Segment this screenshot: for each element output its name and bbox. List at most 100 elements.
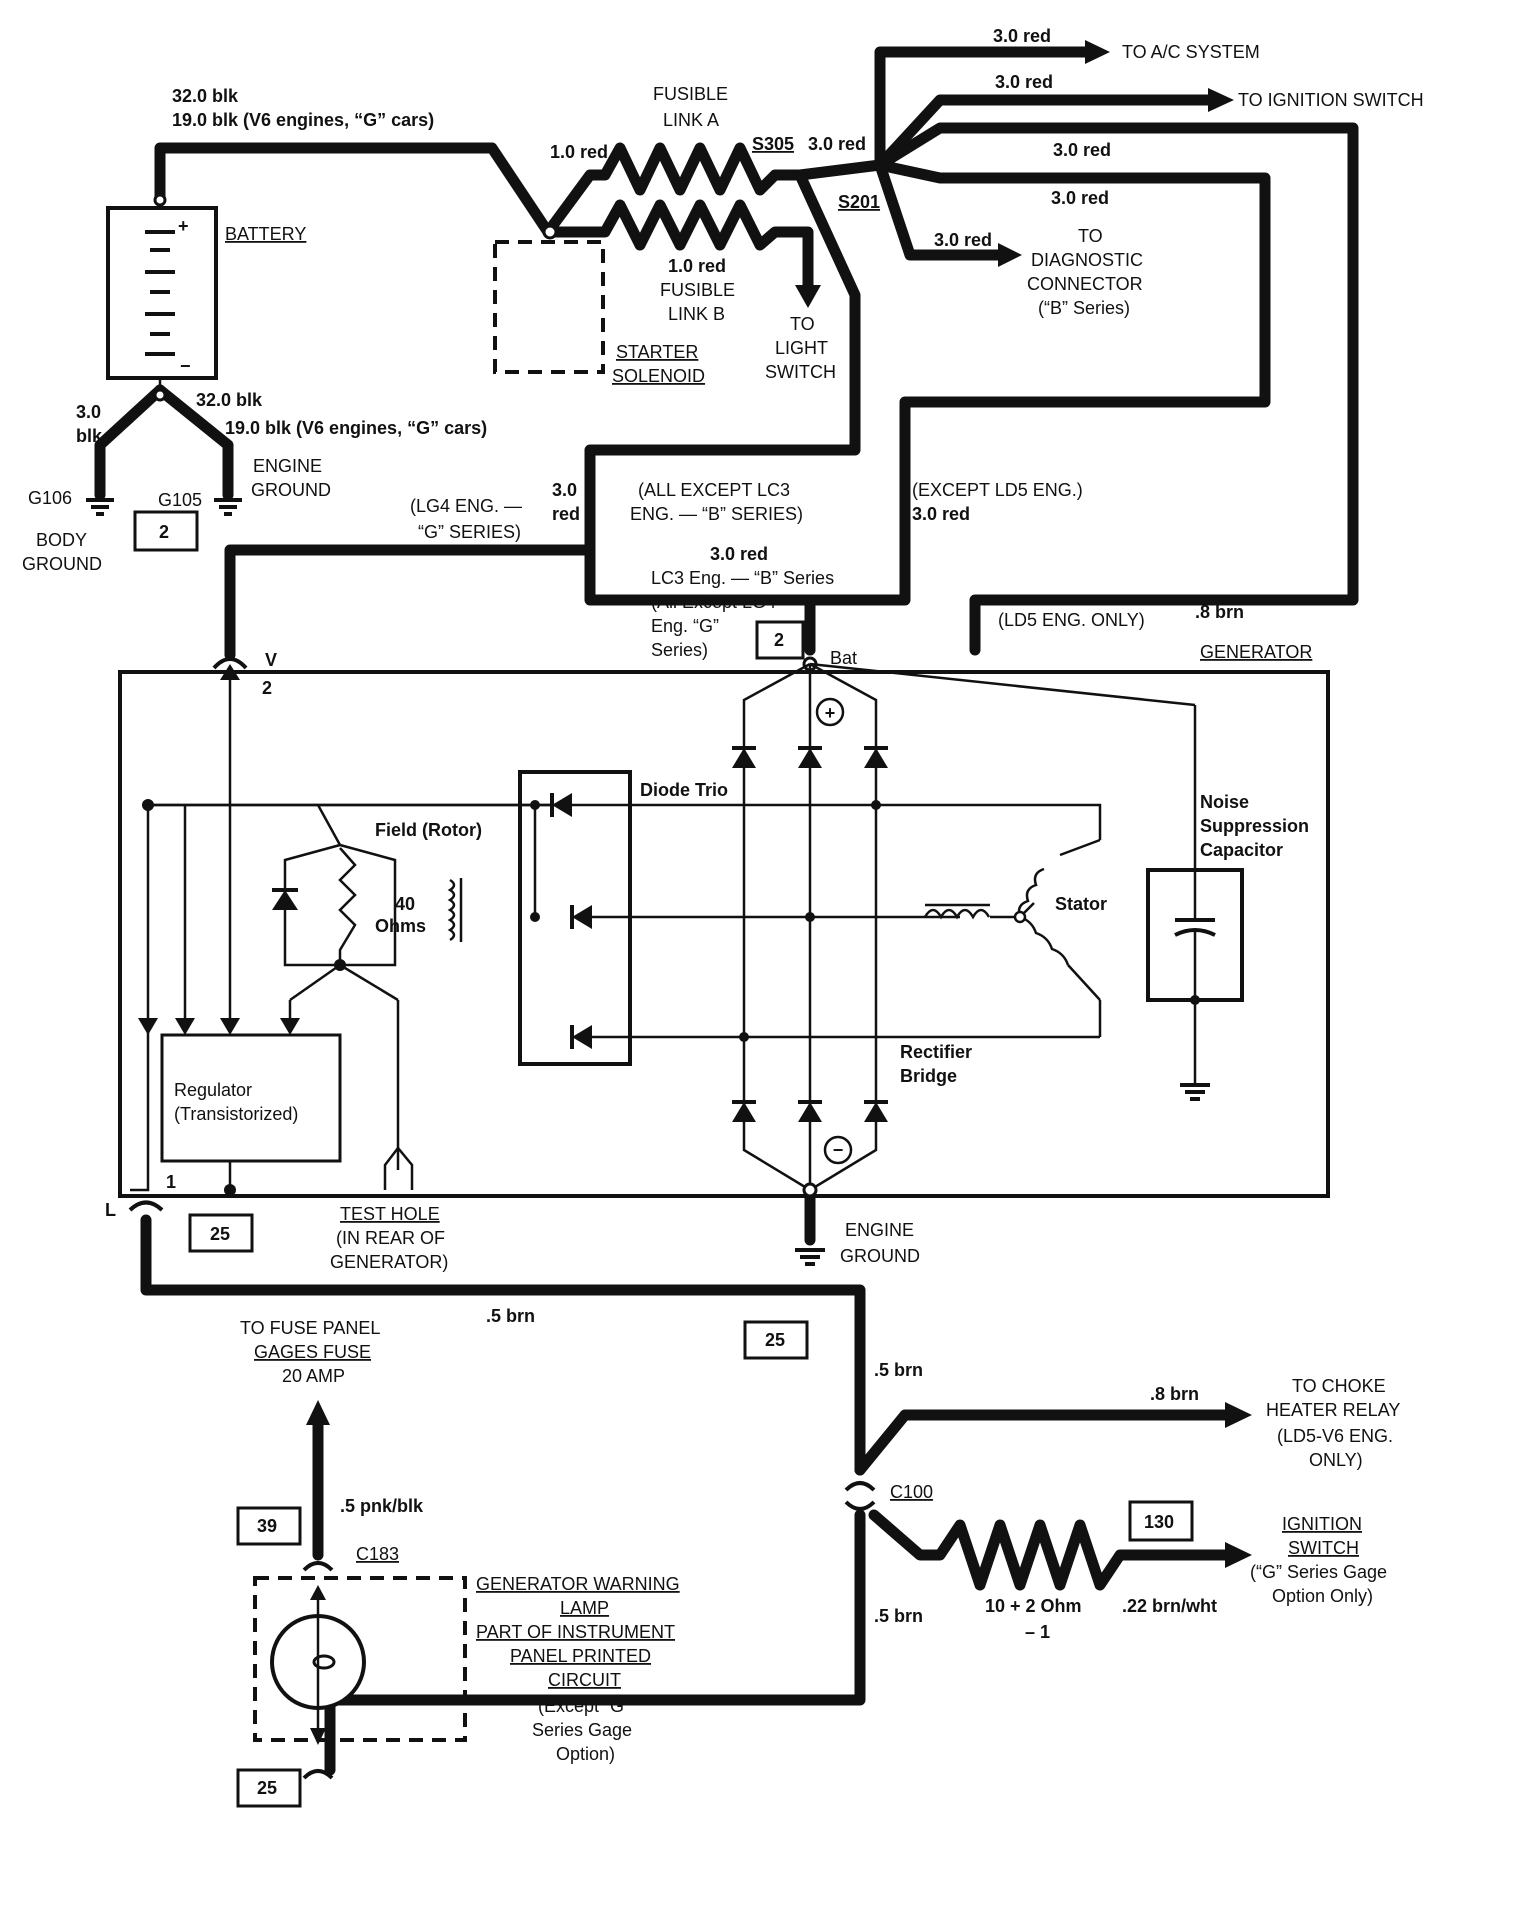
except-ld5-label-1: (EXCEPT LD5 ENG.) xyxy=(912,480,1083,500)
warning-lamp-label-6: (Except “G” xyxy=(538,1696,630,1716)
fusible-link-a xyxy=(542,142,806,238)
diode-trio-label: Diode Trio xyxy=(640,780,728,800)
link-a-wire-label: 1.0 red xyxy=(550,142,608,162)
rectifier-label-2: Bridge xyxy=(900,1066,957,1086)
c100-label: C100 xyxy=(890,1482,933,1502)
c183-label: C183 xyxy=(356,1544,399,1564)
starter-solenoid xyxy=(493,224,605,374)
test-hole xyxy=(383,1145,414,1190)
ignition-switch-label-1: IGNITION xyxy=(1282,1514,1362,1534)
l-terminal-circuit xyxy=(128,1200,1252,1776)
s305-wire-label: 3.0 red xyxy=(808,134,866,154)
generator-housing xyxy=(118,670,1330,1198)
noise-label-3: Capacitor xyxy=(1200,840,1283,860)
to-light-label-3: SWITCH xyxy=(765,362,836,382)
noise-label-2: Suppression xyxy=(1200,816,1309,836)
to-diag-label-2: DIAGNOSTIC xyxy=(1031,250,1143,270)
fuse-panel-label-3: 20 AMP xyxy=(282,1366,345,1386)
ref-25a-label: 25 xyxy=(210,1224,230,1244)
ld5-only-label: (LD5 ENG. ONLY) xyxy=(998,610,1145,630)
branch-a-wire-label: 3.0 red xyxy=(1053,140,1111,160)
battery-positive-cable xyxy=(154,142,554,238)
diag-wire-label: 3.0 red xyxy=(934,230,992,250)
noise-label-1: Noise xyxy=(1200,792,1249,812)
lc3-label-2: (All Except LG4 xyxy=(651,592,776,612)
v-terminal-number: 2 xyxy=(262,678,272,698)
v-terminal-label: V xyxy=(265,650,277,670)
link-b-wire-label: 1.0 red xyxy=(668,256,726,276)
except-ld5-label-2: 3.0 red xyxy=(912,504,970,524)
ignition-switch-label-2: SWITCH xyxy=(1288,1538,1359,1558)
diode-trio xyxy=(148,770,1100,1066)
branch-b-wire-label: 3.0 red xyxy=(1051,188,1109,208)
engine-ground-top-label-2: GROUND xyxy=(251,480,331,500)
all-except-lc3-label-1: (ALL EXCEPT LC3 xyxy=(638,480,790,500)
test-hole-label-3: GENERATOR) xyxy=(330,1252,448,1272)
ohms-label-1: 40 xyxy=(395,894,415,914)
battery-cable-label-2: 19.0 blk (V6 engines, “G” cars) xyxy=(172,110,434,130)
ignition-switch-label-4: Option Only) xyxy=(1272,1586,1373,1606)
ref-box-2a xyxy=(133,510,199,552)
splice-s201-label: S201 xyxy=(838,192,880,212)
ref-2a-label: 2 xyxy=(159,522,169,542)
pnk-blk-label: .5 pnk/blk xyxy=(340,1496,424,1516)
ohms-label-2: Ohms xyxy=(375,916,426,936)
fusible-link-b xyxy=(546,199,821,308)
ref-box-25b xyxy=(743,1320,809,1360)
lg4-label-2: “G” SERIES) xyxy=(418,522,521,542)
rectifier-bridge: + − xyxy=(732,662,1197,1192)
rectifier-label-1: Rectifier xyxy=(900,1042,972,1062)
g105-label: G105 xyxy=(158,490,202,510)
warning-lamp-label-7: Series Gage xyxy=(532,1720,632,1740)
bat-terminal-label: Bat xyxy=(830,648,857,668)
brn-8-choke-label: .8 brn xyxy=(1150,1384,1199,1404)
ref-39-label: 39 xyxy=(257,1516,277,1536)
choke-label-4: ONLY) xyxy=(1309,1450,1363,1470)
fusible-link-a-label-2: LINK A xyxy=(663,110,719,130)
all-except-lc3-label-2: ENG. — “B” SERIES) xyxy=(630,504,803,524)
lg4-label-1: (LG4 ENG. — xyxy=(410,496,522,516)
regulator xyxy=(160,1033,342,1196)
l-terminal-number: 1 xyxy=(166,1172,176,1192)
engine-ground-top-label-1: ENGINE xyxy=(253,456,322,476)
ref-box-25a xyxy=(188,1213,254,1253)
choke-label-2: HEATER RELAY xyxy=(1266,1400,1400,1420)
ref-box-25c xyxy=(236,1768,302,1808)
warning-lamp-label-5: CIRCUIT xyxy=(548,1670,621,1690)
ac-wire-label: 3.0 red xyxy=(993,26,1051,46)
lg4-wire-label-1: 3.0 xyxy=(552,480,577,500)
choke-label-1: TO CHOKE xyxy=(1292,1376,1386,1396)
fuse-panel-label-1: TO FUSE PANEL xyxy=(240,1318,380,1338)
splice-s305-label: S305 xyxy=(752,134,794,154)
engine-ground-bottom-label-2: GROUND xyxy=(840,1246,920,1266)
brn-5-lower-label: .5 brn xyxy=(874,1606,923,1626)
resistor-label-1: 10 + 2 Ohm xyxy=(985,1596,1082,1616)
v-terminal-connector xyxy=(212,657,248,1035)
ground-g105-icon xyxy=(214,498,242,516)
fusible-link-b-label-1: FUSIBLE xyxy=(660,280,735,300)
warning-lamp-label-3: PART OF INSTRUMENT xyxy=(476,1622,675,1642)
brn-wht-label: .22 brn/wht xyxy=(1122,1596,1217,1616)
engine-ground-bottom xyxy=(795,1182,825,1266)
minus-symbol: − xyxy=(833,1140,844,1160)
battery-minus: − xyxy=(180,356,191,376)
lc3-wire-label: 3.0 red xyxy=(710,544,768,564)
ignition-wire-label: 3.0 red xyxy=(995,72,1053,92)
lc3-label-1: LC3 Eng. — “B” Series xyxy=(651,568,834,588)
body-ground-label-1: BODY xyxy=(36,530,87,550)
lg4-wire-label-2: red xyxy=(552,504,580,524)
stator-label: Stator xyxy=(1055,894,1107,914)
to-light-label-2: LIGHT xyxy=(775,338,828,358)
neg-wire-left-label-2: blk xyxy=(76,426,103,446)
regulator-label-2: (Transistorized) xyxy=(174,1104,298,1124)
ref-2b-label: 2 xyxy=(774,630,784,650)
ref-130-label: 130 xyxy=(1144,1512,1174,1532)
test-hole-label-1: TEST HOLE xyxy=(340,1204,440,1224)
warning-lamp-label-1: GENERATOR WARNING xyxy=(476,1574,680,1594)
splice-s305-feeds xyxy=(224,40,1359,661)
ref-box-39 xyxy=(236,1506,302,1546)
body-ground-label-2: GROUND xyxy=(22,554,102,574)
neg-wire-left-label-1: 3.0 xyxy=(76,402,101,422)
l-terminal-label: L xyxy=(105,1200,116,1220)
